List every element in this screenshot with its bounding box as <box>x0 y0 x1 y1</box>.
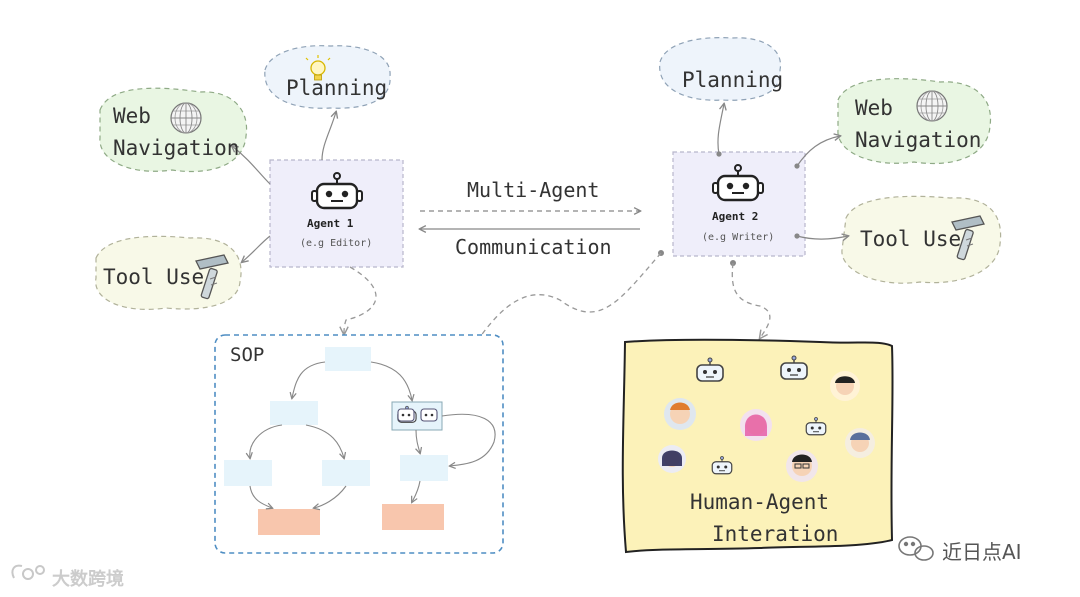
connector-agent2-hai <box>731 262 771 338</box>
connector-agent1-sop <box>344 266 377 334</box>
watermark-left-text: 大数跨境 <box>52 569 124 590</box>
agent-2-box <box>672 151 806 257</box>
connector-agent2-sop <box>466 252 662 358</box>
human-avatar <box>845 428 875 458</box>
right-web-label: Web <box>855 96 893 120</box>
human-avatar <box>664 398 696 430</box>
agent-2-name: Agent 2 <box>712 210 759 223</box>
right-planning-label: Planning <box>682 68 784 92</box>
connector-agent2-web <box>796 136 840 167</box>
sop-bot-icons <box>397 408 438 422</box>
agent-1-name: Agent 1 <box>307 217 354 230</box>
left-web-label: Web <box>113 104 151 128</box>
connector-agent2-tool <box>796 236 848 239</box>
comm-label-top: Multi-Agent <box>467 178 600 202</box>
globe-icon <box>916 90 948 122</box>
left-web-blob <box>99 87 248 173</box>
agent-1-box <box>269 159 404 268</box>
comm-label-bottom: Communication <box>455 235 612 259</box>
connector-agent1-planning <box>321 112 336 161</box>
left-planning-blob <box>264 45 391 109</box>
right-navigation-label: Navigation <box>855 128 982 152</box>
human-avatar <box>830 371 860 401</box>
agent-1-role: (e.g Editor) <box>300 238 373 249</box>
wechat-icon <box>898 536 934 561</box>
right-tool-blob <box>841 195 1002 284</box>
connector-agent1-web <box>232 146 271 185</box>
agent-2-role: (e.g Writer) <box>702 232 775 243</box>
left-tool-use-label: Tool Use <box>103 265 205 289</box>
right-web-blob <box>837 78 992 165</box>
human-avatar <box>786 450 818 482</box>
watermark-left-logo-icon <box>11 564 45 580</box>
sop-box <box>214 334 504 554</box>
connector-agent2-planning <box>717 104 724 155</box>
left-navigation-label: Navigation <box>113 136 240 160</box>
hai-label-line2: Interation <box>712 522 839 546</box>
right-planning-blob <box>659 37 782 101</box>
watermark-right-text: 近日点AI <box>942 540 1022 564</box>
hai-label-line1: Human-Agent <box>690 490 830 514</box>
connector-agent1-tool <box>242 235 271 262</box>
human-avatar <box>740 409 772 441</box>
left-planning-label: Planning <box>286 76 388 100</box>
human-agent-box <box>621 338 894 554</box>
sop-title: SOP <box>230 344 265 366</box>
right-tool-use-label: Tool Use <box>860 227 962 251</box>
globe-icon <box>170 102 202 134</box>
human-avatar <box>658 445 686 473</box>
